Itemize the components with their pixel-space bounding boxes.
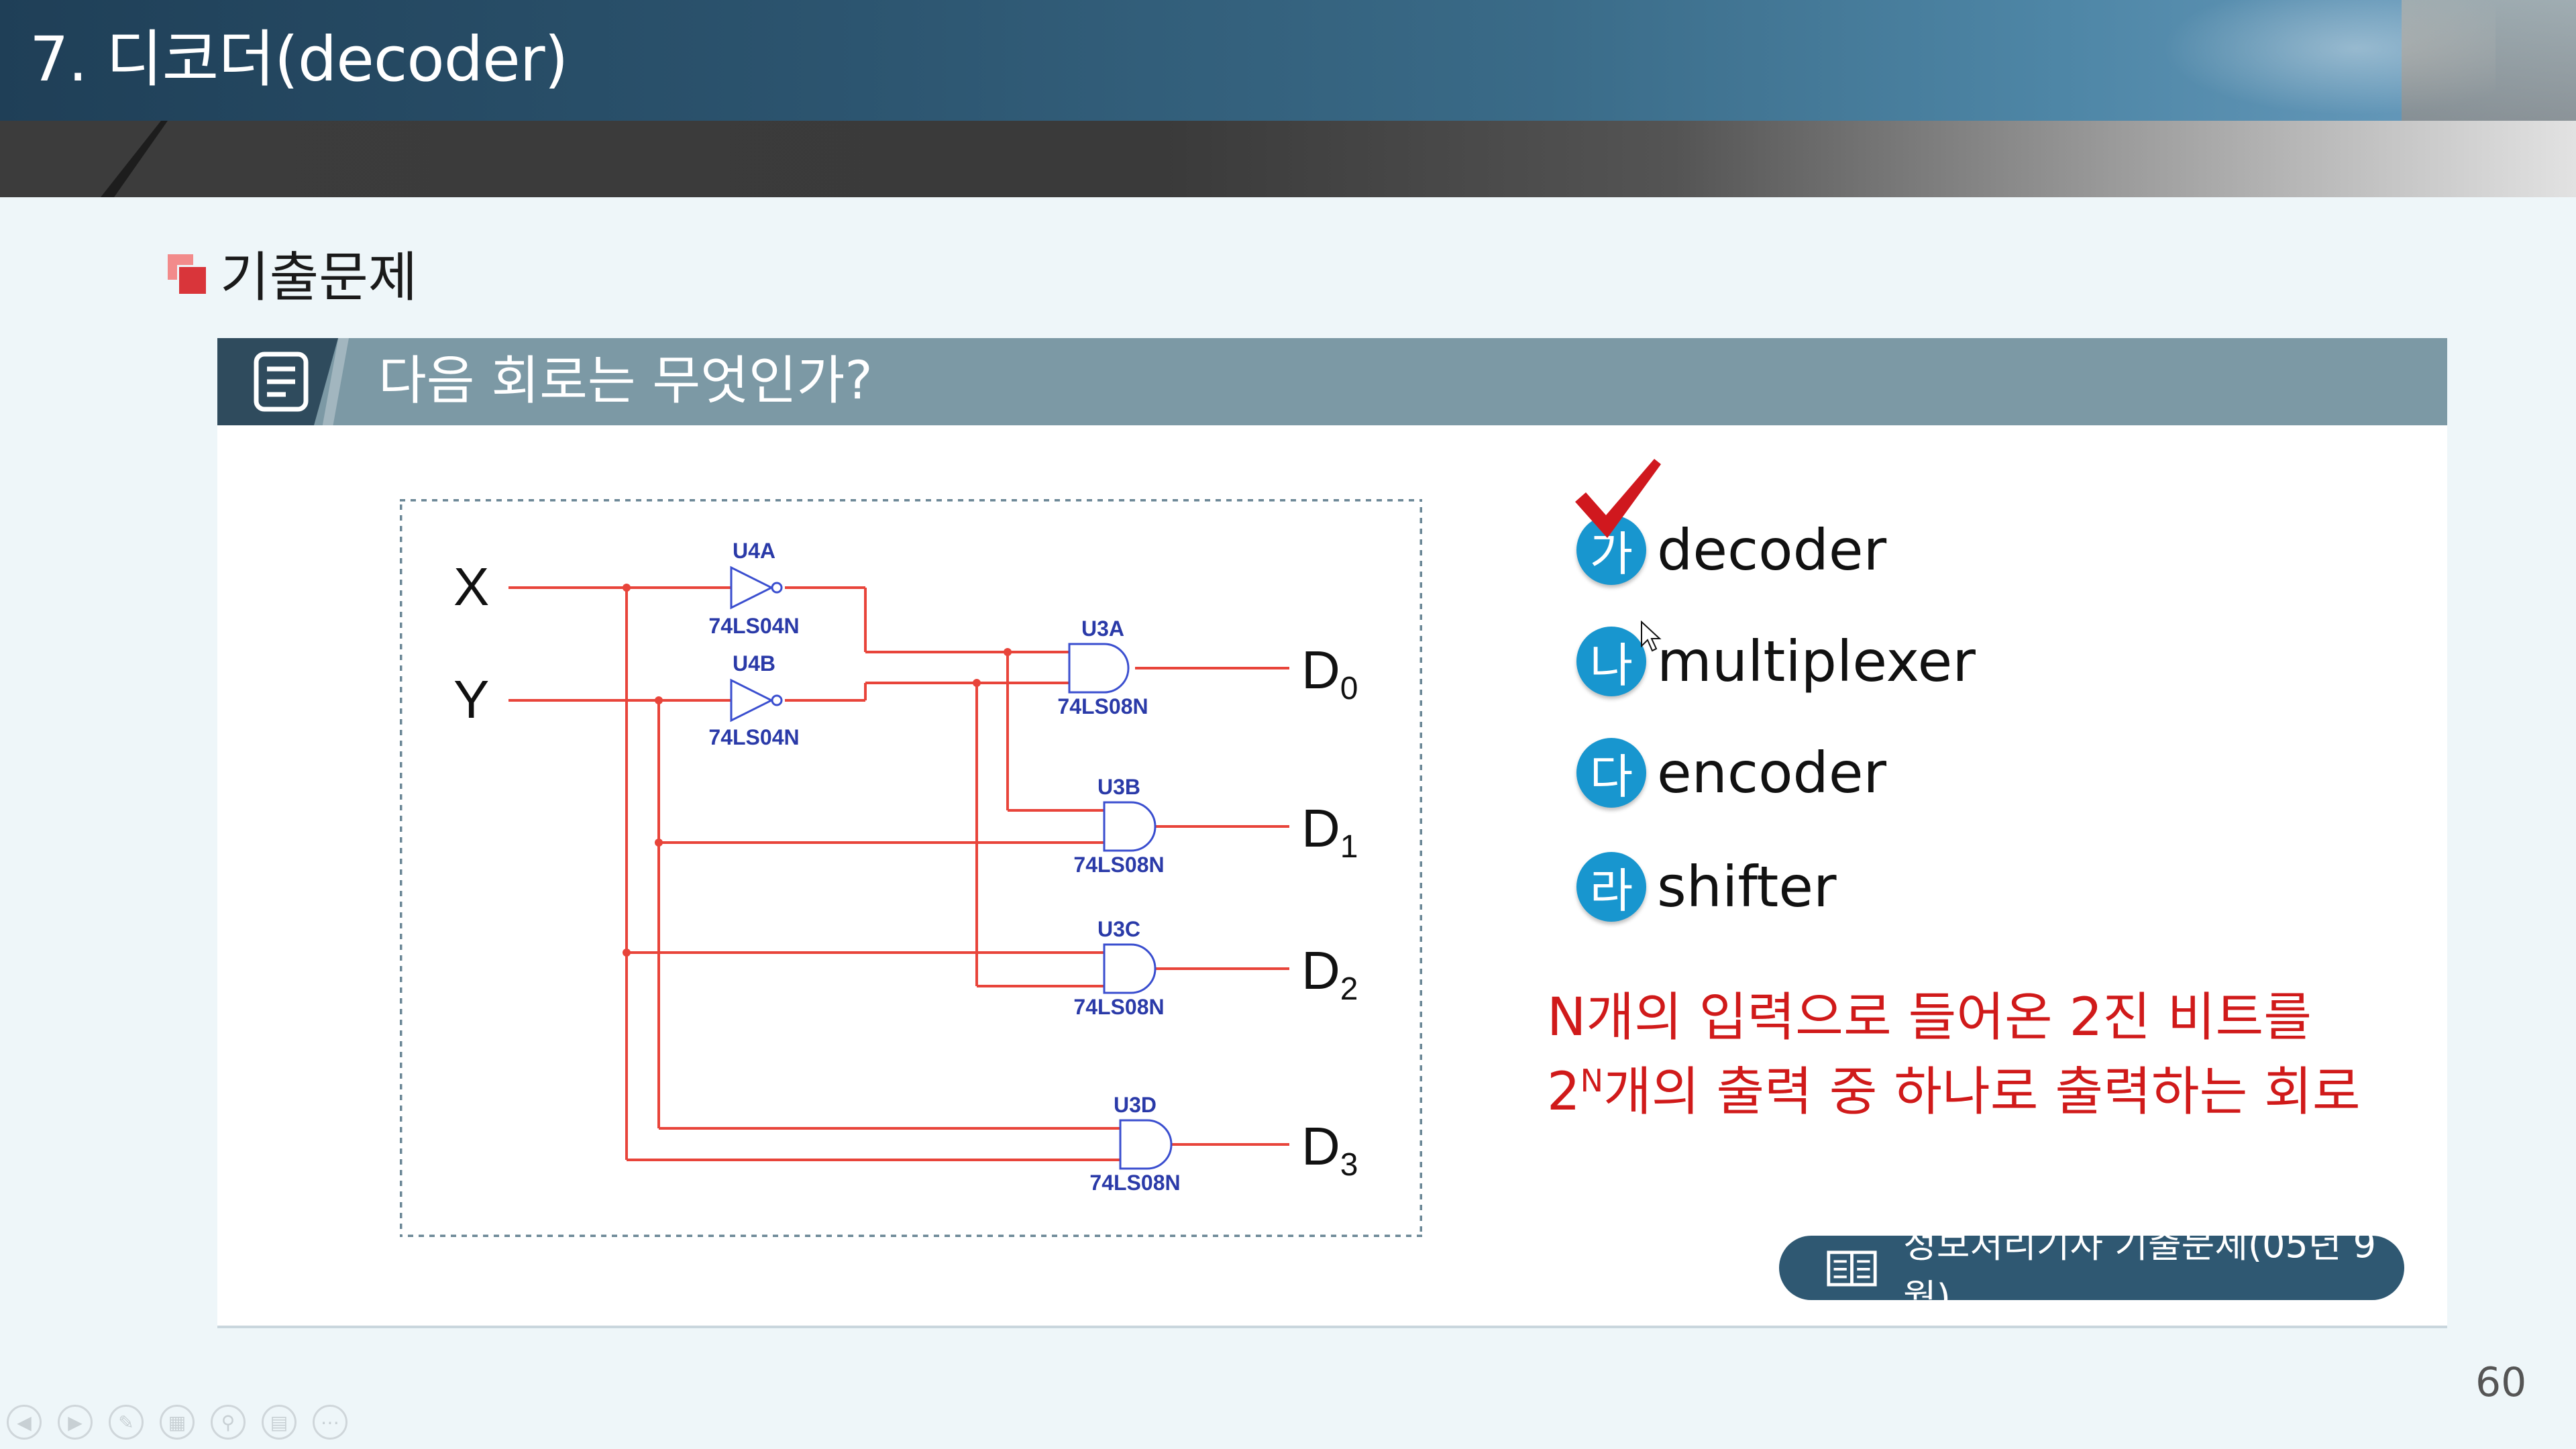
choice-4[interactable]: 라 shifter	[1576, 847, 1837, 927]
slides-icon[interactable]: ▦	[160, 1405, 195, 1440]
gate-ref: U3A	[1081, 616, 1124, 641]
subtitle-icon[interactable]: ▤	[262, 1405, 297, 1440]
note-line-2: 2N개의 출력 중 하나로 출력하는 회로	[1547, 1062, 2361, 1122]
gate-part: 74LS08N	[1073, 853, 1164, 877]
page-title: 7. 디코더(decoder)	[30, 23, 568, 95]
output-label-d2: D2	[1301, 941, 1358, 1007]
question-text: 다음 회로는 무엇인가?	[378, 351, 873, 411]
section-header: 기출문제	[168, 236, 417, 310]
choice-2[interactable]: 나 multiplexer	[1576, 621, 1976, 702]
book-icon	[1827, 1250, 1877, 1287]
choice-badge: 나	[1576, 627, 1646, 696]
choice-text: shifter	[1657, 854, 1837, 920]
note-line-1: N개의 입력으로 들어온 2진 비트를	[1547, 987, 2312, 1048]
gate-part: 74LS04N	[708, 614, 799, 638]
input-label-x: X	[453, 557, 489, 616]
section-bullet-icon	[168, 254, 208, 296]
header-decoration-image	[2402, 0, 2576, 121]
and-gates	[1068, 643, 1173, 1170]
circuit-border	[400, 499, 1422, 1237]
checkmark-icon	[1575, 459, 1661, 538]
choice-text: multiplexer	[1657, 629, 1976, 694]
source-badge: 정보처리기사 기출문제(05년 9월)	[1779, 1224, 2404, 1319]
gate-part: 74LS08N	[1073, 995, 1164, 1019]
gate-ref: U3B	[1097, 775, 1140, 799]
prev-icon[interactable]: ◀	[7, 1405, 42, 1440]
band-slash	[101, 121, 168, 197]
question-panel: 다음 회로는 무엇인가?	[217, 338, 2447, 1328]
more-icon[interactable]: ⋯	[313, 1405, 347, 1440]
output-label-d0: D0	[1301, 640, 1358, 706]
gate-ref: U4B	[733, 651, 775, 676]
question-bar: 다음 회로는 무엇인가?	[217, 338, 2447, 425]
inverter-gates	[730, 566, 783, 722]
gate-ref: U3D	[1114, 1093, 1157, 1117]
explanation-note: N개의 입력으로 들어온 2진 비트를 2N개의 출력 중 하나로 출력하는 회…	[1547, 986, 2361, 1124]
choice-badge: 다	[1576, 738, 1646, 808]
slideshow-toolbar: ◀ ▶ ✎ ▦ ⚲ ▤ ⋯	[7, 1405, 364, 1440]
choice-text: encoder	[1657, 740, 1887, 806]
gate-part: 74LS08N	[1089, 1171, 1180, 1195]
header-band	[0, 121, 2576, 197]
page-number: 60	[2475, 1359, 2527, 1406]
zoom-icon[interactable]: ⚲	[211, 1405, 246, 1440]
gate-part: 74LS08N	[1057, 694, 1148, 718]
gate-ref: U4A	[733, 539, 775, 563]
title-bar: 7. 디코더(decoder)	[0, 0, 2576, 121]
section-title: 기출문제	[220, 246, 418, 309]
decoder-circuit-diagram: X Y U4A 74LS04N U4B 74LS04N U3A 74LS08N …	[400, 499, 1422, 1237]
gate-ref: U3C	[1097, 917, 1140, 941]
next-icon[interactable]: ▶	[58, 1405, 93, 1440]
circuit-junctions	[623, 584, 1012, 957]
document-icon	[254, 352, 309, 412]
output-label-d1: D1	[1301, 798, 1358, 865]
pen-icon[interactable]: ✎	[109, 1405, 144, 1440]
gate-part: 74LS04N	[708, 725, 799, 749]
choice-badge: 라	[1576, 852, 1646, 922]
mouse-cursor-icon	[1641, 621, 1662, 652]
input-label-y: Y	[453, 669, 489, 729]
choice-3[interactable]: 다 encoder	[1576, 733, 1886, 813]
circuit-wires	[508, 586, 1289, 1161]
output-label-d3: D3	[1301, 1116, 1358, 1183]
choice-text: decoder	[1657, 517, 1887, 583]
source-text: 정보처리기사 기출문제(05년 9월)	[1903, 1224, 2376, 1319]
